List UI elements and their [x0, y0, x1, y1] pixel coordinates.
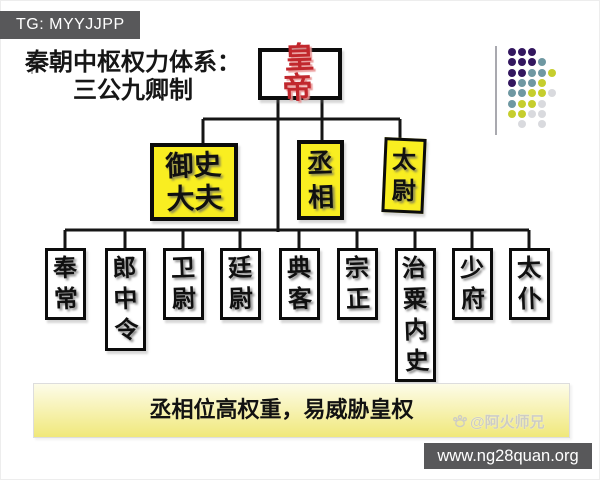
org-box-minister: 太仆	[508, 248, 550, 320]
decorative-dot	[518, 110, 526, 118]
watermark: @阿火师兄	[452, 410, 545, 432]
tg-badge: TG: MYYJJPP	[0, 11, 140, 39]
org-label: 典客	[285, 254, 313, 314]
title-line1: 秦朝中枢权力体系：	[25, 49, 241, 76]
org-box-minister: 少府	[451, 248, 493, 320]
org-box-minister: 郎中令	[104, 248, 146, 351]
page-title: 秦朝中枢权力体系： 三公九卿制	[25, 49, 241, 105]
decorative-dot	[518, 79, 526, 87]
decorative-dot	[518, 100, 526, 108]
decorative-dot	[508, 110, 516, 118]
decorative-dot	[538, 89, 546, 97]
org-box-grand-commandant: 太尉	[381, 137, 427, 214]
org-box-minister: 奉常	[44, 248, 86, 320]
decorative-dot	[548, 89, 556, 97]
org-box-chancellor: 丞相	[297, 140, 344, 220]
decorative-dot	[508, 100, 516, 108]
decorative-dot	[508, 69, 516, 77]
decorative-dot	[528, 69, 536, 77]
org-label: 少府	[458, 254, 486, 314]
org-label: 治粟内史	[400, 254, 430, 376]
decorative-dot	[518, 48, 526, 56]
org-box-minister: 典客	[278, 248, 320, 320]
decorative-dot	[538, 69, 546, 77]
org-box-minister: 治粟内史	[394, 248, 436, 382]
decorative-dot	[528, 58, 536, 66]
org-box-minister: 廷尉	[219, 248, 261, 320]
org-label: 卫尉	[169, 254, 197, 314]
decorative-dot	[548, 69, 556, 77]
org-label: 宗正	[343, 254, 371, 314]
paw-logo-icon	[453, 414, 468, 428]
decorative-dot	[538, 58, 546, 66]
title-accent-tick	[31, 53, 33, 74]
title-line2: 三公九卿制	[73, 77, 193, 104]
decorative-dot	[528, 100, 536, 108]
decorative-dot	[518, 58, 526, 66]
org-box-minister: 卫尉	[162, 248, 204, 320]
org-label: 丞相	[306, 147, 335, 213]
decorative-dot	[528, 89, 536, 97]
org-label: 太尉	[391, 146, 417, 205]
org-label: 奉常	[51, 254, 79, 314]
decorative-dot	[508, 48, 516, 56]
decorative-dot	[528, 48, 536, 56]
bottom-banner: 丞相位高权重，易威胁皇权	[33, 383, 570, 438]
decorative-dot	[508, 79, 516, 87]
decorative-dot	[538, 100, 546, 108]
org-box-imperial-censor: 御史大夫	[150, 143, 238, 221]
dots-divider-line	[495, 46, 497, 135]
org-label: 廷尉	[226, 254, 254, 314]
site-url-badge: www.ng28quan.org	[424, 443, 592, 469]
watermark-text: @阿火师兄	[470, 413, 545, 431]
org-label: 皇帝	[281, 41, 322, 106]
org-label: 御史大夫	[164, 149, 224, 215]
decorative-dot	[528, 110, 536, 118]
decorative-dot	[508, 58, 516, 66]
decorative-dot	[508, 89, 516, 97]
decorative-dot	[538, 110, 546, 118]
decorative-dot	[518, 69, 526, 77]
decorative-dot	[528, 79, 536, 87]
decorative-dot	[518, 120, 526, 128]
org-label: 郎中令	[111, 254, 139, 345]
org-box-minister: 宗正	[336, 248, 378, 320]
banner-text: 丞相位高权重，易威胁皇权	[149, 397, 414, 422]
org-box-emperor: 皇帝	[258, 41, 342, 106]
decorative-dot	[518, 89, 526, 97]
org-label: 太仆	[515, 254, 543, 314]
decorative-dot	[538, 120, 546, 128]
decorative-dot	[538, 79, 546, 87]
